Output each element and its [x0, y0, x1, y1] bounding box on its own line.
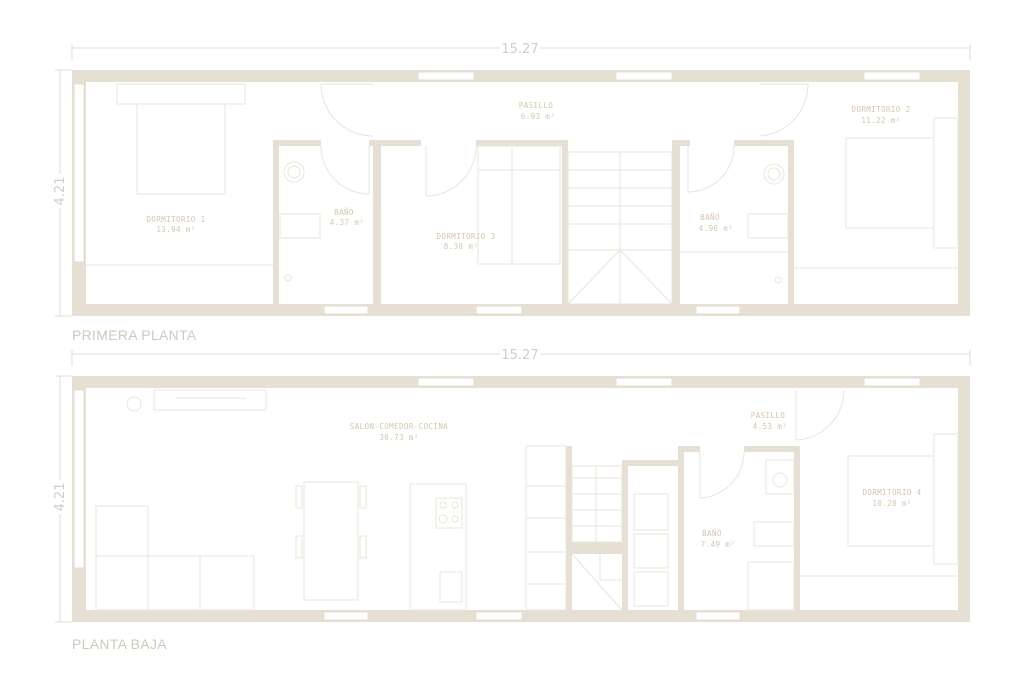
svg-text:SALÓN-COMEDOR-COCINA: SALÓN-COMEDOR-COCINA — [350, 422, 448, 431]
room-label-bano-2: BAÑO 4.96 m² — [699, 213, 733, 233]
window — [695, 611, 741, 621]
height-label: 4.21 — [53, 177, 68, 206]
width-label: 15.27 — [501, 348, 538, 363]
window — [615, 71, 673, 81]
svg-text:PASILLO: PASILLO — [751, 411, 785, 420]
window — [863, 377, 921, 387]
svg-text:BAÑO: BAÑO — [702, 529, 722, 538]
window — [615, 377, 673, 387]
window — [73, 83, 85, 263]
svg-text:13.94 m²: 13.94 m² — [156, 225, 195, 234]
svg-text:30.73 m²: 30.73 m² — [379, 433, 418, 442]
room-label-bano-1: BAÑO 4.37 m² — [330, 208, 364, 227]
svg-text:PASILLO: PASILLO — [519, 101, 553, 110]
svg-text:DORMITORIO 4: DORMITORIO 4 — [863, 488, 922, 497]
svg-text:10.28 m²: 10.28 m² — [872, 499, 911, 508]
window — [475, 611, 523, 621]
floor-label-planta-baja: PLANTA BAJA — [72, 636, 167, 652]
room-label-salon-comedor-cocina: SALÓN-COMEDOR-COCINA 30.73 m² — [350, 422, 448, 442]
svg-text:11.22 m²: 11.22 m² — [861, 116, 900, 125]
floor-label-primera-planta: PRIMERA PLANTA — [72, 327, 197, 343]
svg-text:4.53 m²: 4.53 m² — [753, 422, 787, 431]
svg-text:DORMITORIO 3: DORMITORIO 3 — [437, 232, 496, 241]
room-label-dormitorio-4: DORMITORIO 4 10.28 m² — [863, 488, 922, 508]
room-label-pasillo: PASILLO 6.93 m² — [519, 101, 555, 121]
planta-baja: 15.27 4.21 — [50, 346, 971, 652]
doors — [320, 83, 809, 197]
window — [417, 377, 475, 387]
svg-text:4.37 m²: 4.37 m² — [330, 218, 364, 227]
inner-walls — [72, 446, 800, 612]
window — [863, 71, 921, 81]
height-dimension-bottom: 4.21 — [50, 375, 72, 623]
window — [73, 389, 85, 569]
furniture — [86, 83, 959, 284]
window — [417, 71, 475, 81]
room-label-pasillo: PASILLO 4.53 m² — [751, 411, 787, 431]
window — [323, 305, 369, 315]
staircase — [567, 151, 673, 305]
room-label-dormitorio-3: DORMITORIO 3 8.38 m² — [437, 232, 496, 251]
svg-text:8.38 m²: 8.38 m² — [444, 242, 478, 251]
room-label-bano: BAÑO 7.49 m² — [701, 529, 735, 549]
width-dimension-top: 15.27 — [71, 40, 971, 60]
primera-planta: 15.27 4.21 — [50, 40, 971, 343]
svg-text:BAÑO: BAÑO — [700, 213, 720, 222]
svg-text:DORMITORIO 2: DORMITORIO 2 — [852, 105, 911, 114]
room-label-dormitorio-1: DORMITORIO 1 13.94 m² — [147, 215, 206, 234]
window — [475, 305, 523, 315]
window — [695, 305, 741, 315]
svg-text:7.49 m²: 7.49 m² — [701, 540, 735, 549]
height-dimension-top: 4.21 — [50, 69, 72, 317]
height-label: 4.21 — [53, 483, 68, 512]
svg-text:6.93 m²: 6.93 m² — [521, 112, 555, 121]
width-dimension-bottom: 15.27 — [71, 346, 971, 366]
svg-text:BAÑO: BAÑO — [334, 208, 354, 217]
doors — [699, 389, 845, 499]
inner-walls — [72, 140, 794, 306]
furniture — [95, 389, 959, 611]
room-label-dormitorio-2: DORMITORIO 2 11.22 m² — [852, 105, 911, 125]
svg-text:4.96 m²: 4.96 m² — [699, 224, 733, 233]
window — [323, 611, 369, 621]
width-label: 15.27 — [501, 42, 538, 57]
staircase — [571, 465, 623, 611]
svg-text:DORMITORIO 1: DORMITORIO 1 — [147, 215, 206, 224]
